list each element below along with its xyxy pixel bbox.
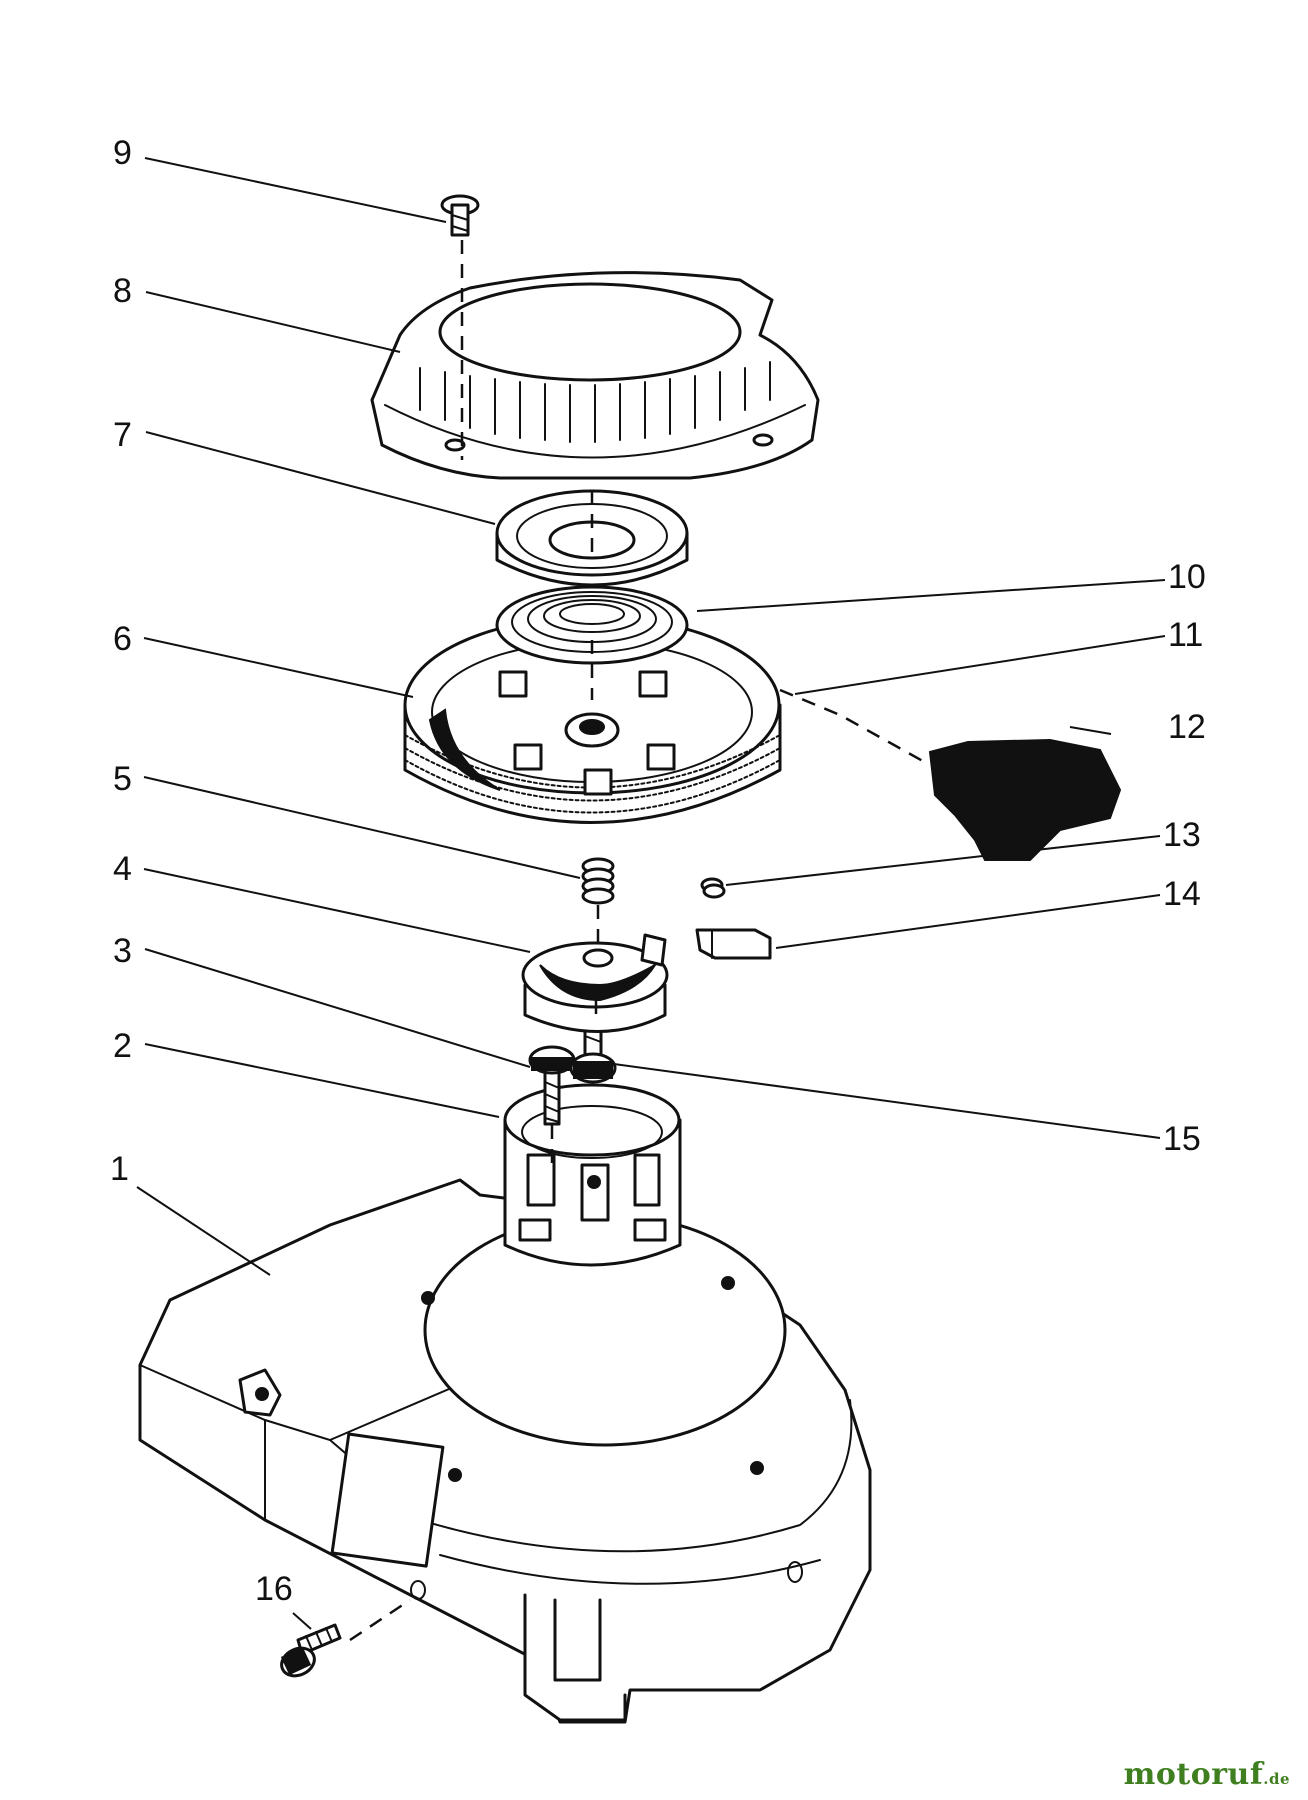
watermark-text: motoruf xyxy=(1123,1757,1264,1792)
part-5-spring xyxy=(581,857,615,905)
callout-label-10: 10 xyxy=(1168,558,1206,596)
callout-label-13: 13 xyxy=(1163,816,1201,854)
callout-label-11: 11 xyxy=(1168,616,1203,654)
callout-label-3: 3 xyxy=(113,932,132,970)
part-10-rewind-spring xyxy=(495,585,689,665)
part-16-screw xyxy=(280,1623,342,1678)
part-14-pawl xyxy=(695,928,772,960)
callout-label-5: 5 xyxy=(113,760,132,798)
assembly-centerlines xyxy=(349,240,600,1642)
callout-label-4: 4 xyxy=(113,850,132,888)
callout-label-1: 1 xyxy=(110,1150,129,1188)
callout-labels: 1 2 3 4 5 6 7 8 9 10 11 12 13 14 15 16 xyxy=(110,134,1206,1608)
watermark-suffix: .de xyxy=(1263,1770,1290,1788)
callout-label-9: 9 xyxy=(113,134,132,172)
part-15-shoulder-bolt xyxy=(569,1013,617,1084)
part-12-handle xyxy=(928,738,1122,861)
callout-label-16: 16 xyxy=(255,1570,293,1608)
callout-label-15: 15 xyxy=(1163,1120,1201,1158)
part-1-blower-housing xyxy=(138,1178,872,1724)
callout-label-7: 7 xyxy=(113,416,132,454)
callout-label-8: 8 xyxy=(113,272,132,310)
callout-label-2: 2 xyxy=(113,1027,132,1065)
part-2-starter-cup xyxy=(503,1083,682,1267)
part-4-pawl xyxy=(521,933,669,1033)
watermark-logo: motoruf.de xyxy=(1124,1757,1290,1792)
leader-lines xyxy=(136,157,1166,1630)
callout-label-14: 14 xyxy=(1163,875,1201,913)
callout-label-12: 12 xyxy=(1168,708,1206,746)
part-13-pawl-spring xyxy=(700,877,726,899)
part-9-screw xyxy=(440,194,480,237)
part-11-rope xyxy=(779,688,931,767)
part-6-pulley xyxy=(403,615,782,824)
part-7-spring-cover xyxy=(495,489,689,587)
callout-label-6: 6 xyxy=(113,620,132,658)
part-8-starter-housing xyxy=(370,271,820,480)
